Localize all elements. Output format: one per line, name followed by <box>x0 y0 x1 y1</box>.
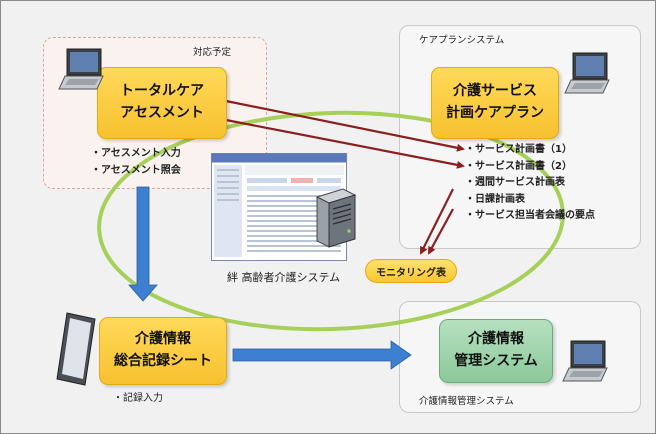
list-item: サービス担当者会議の要点 <box>465 208 595 225</box>
careplan-panel-label: ケアプランシステム <box>419 35 505 46</box>
tablet-icon <box>56 312 96 386</box>
careplan-node-line2: 計画ケアプラン <box>446 105 544 121</box>
record-list: 記録入力 <box>113 391 163 408</box>
assessment-node-line1: トータルケア <box>120 83 204 100</box>
laptop-icon <box>562 340 608 382</box>
list-item: サービス計画書（2） <box>465 159 595 176</box>
management-node-line1: 介護情報 <box>468 331 524 348</box>
record-node-line1: 介護情報 <box>135 331 191 348</box>
list-item: アセスメント照会 <box>91 163 181 180</box>
management-panel-label: 介護情報管理システム <box>419 396 514 407</box>
arrow-record-to-management <box>232 340 412 370</box>
management-node: 介護情報 管理システム <box>439 319 553 383</box>
assessment-node: トータルケア アセスメント <box>97 67 227 139</box>
arrow-assessment-to-plan2 <box>225 118 465 169</box>
arrow-assessment-to-record <box>128 186 158 302</box>
assessment-list: アセスメント入力 アセスメント照会 <box>91 146 181 179</box>
careplan-node: 介護サービス 計画ケアプラン <box>431 67 559 139</box>
list-item: サービス計画書（1） <box>465 142 595 159</box>
list-item: 記録入力 <box>113 391 163 408</box>
central-system-label: 絆 高齢者介護システム <box>227 271 341 284</box>
management-node-line2: 管理システム <box>454 353 538 369</box>
record-node-line2: 総合記録シート <box>114 353 212 369</box>
careplan-node-line1: 介護サービス <box>453 83 537 100</box>
arrow-assessment-to-plan1 <box>225 99 465 152</box>
assessment-node-line2: アセスメント <box>120 105 204 121</box>
assessment-panel-label: 対応予定 <box>193 47 232 58</box>
list-item: アセスメント入力 <box>91 146 181 163</box>
careplan-list: サービス計画書（1） サービス計画書（2） 週間サービス計画表 日課計画表 サー… <box>465 142 595 225</box>
monitoring-node: モニタリング表 <box>365 259 457 283</box>
record-node: 介護情報 総合記録シート <box>99 317 227 385</box>
laptop-icon <box>58 48 104 90</box>
list-item: 日課計画表 <box>465 192 595 209</box>
arrow-plan-to-monitoring-2 <box>428 208 454 255</box>
list-item: 週間サービス計画表 <box>465 175 595 192</box>
arrow-plan-to-monitoring <box>420 188 454 255</box>
laptop-icon <box>564 52 610 94</box>
server-icon <box>315 188 357 248</box>
